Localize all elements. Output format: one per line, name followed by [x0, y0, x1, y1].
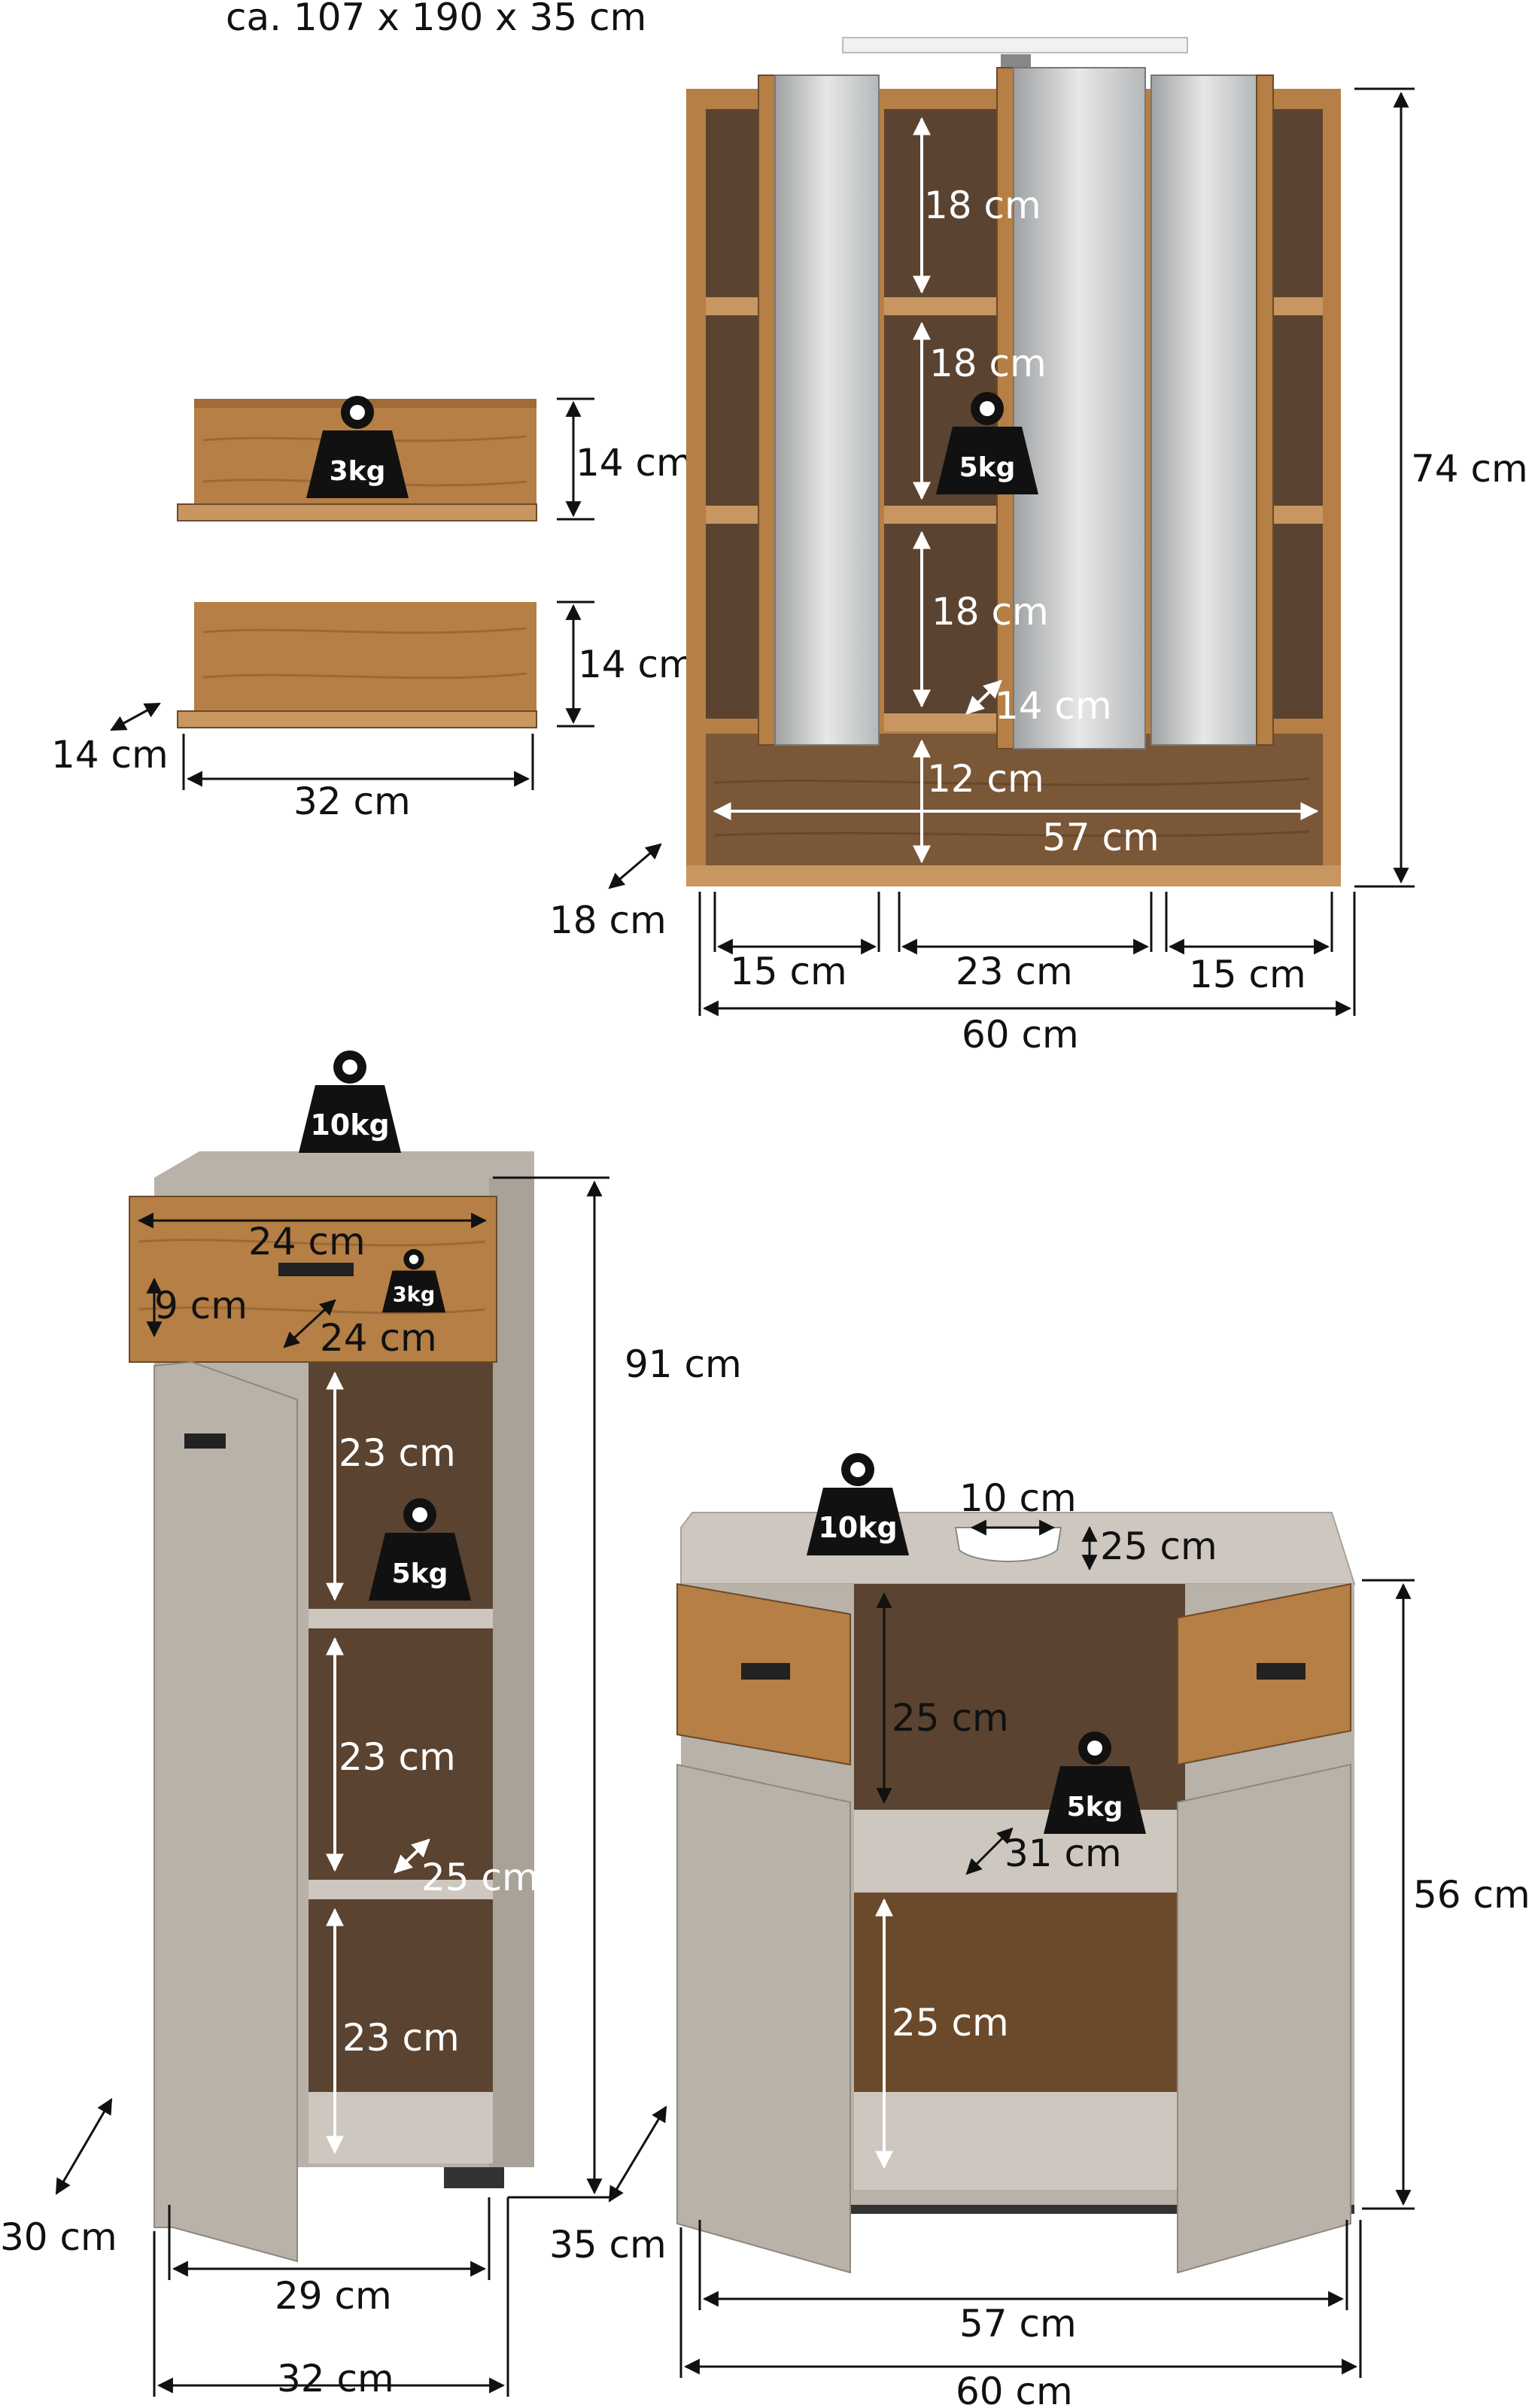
tall-depth-label: 30 cm [0, 2215, 117, 2259]
bottom-compartment-height-label: 12 cm [927, 757, 1044, 801]
drawer-height-label: 9 cm [154, 1284, 248, 1327]
tall-compartment-1-label: 23 cm [339, 1431, 456, 1475]
weight-10kg-icon: 10kg [299, 1050, 401, 1153]
tall-width-label: 32 cm [277, 2357, 394, 2400]
cabinet-load-label: 5kg [959, 452, 1016, 483]
tall-cabinet: 10kg 24 cm 9 cm 24 cm 3kg 91 cm 23 cm 23… [0, 1050, 742, 2400]
center-section-width-label: 23 cm [956, 950, 1073, 993]
vanity-width-label: 60 cm [956, 2370, 1073, 2408]
vanity-right-door [1177, 1763, 1351, 2274]
siphon-cutout [954, 1527, 1062, 1562]
left-drawer-handle [741, 1663, 790, 1680]
cabinet-width-label: 60 cm [962, 1013, 1079, 1057]
weight-5kg-vanity-icon: 5kg [1044, 1732, 1146, 1834]
weight-10kg-vanity-icon: 10kg [807, 1453, 909, 1555]
top-shelf-height-label: 14 cm [576, 441, 693, 485]
compartment-height-1-label: 18 cm [924, 184, 1041, 227]
weight-5kg-shelf-icon: 5kg [369, 1498, 471, 1601]
tall-compartment-2-label: 23 cm [339, 1735, 456, 1779]
mirror-cabinet: 5kg 18 cm 18 cm 18 cm 14 cm 12 cm 57 cm … [549, 37, 1528, 1057]
compartment-height-2-label: 18 cm [929, 342, 1047, 385]
drawer-handle [278, 1263, 354, 1276]
cutout-depth-label: 25 cm [1100, 1525, 1217, 1568]
weight-3kg-icon: 3kg [306, 396, 409, 498]
right-section-width-label: 15 cm [1189, 953, 1306, 996]
mirror-door-right [1150, 74, 1257, 746]
weight-3kg-drawer-icon: 3kg [381, 1248, 446, 1313]
vanity-lower-height-label: 25 cm [892, 2001, 1009, 2045]
shelf-width-label: 32 cm [293, 780, 411, 823]
vanity-unit: 10kg 5kg 10 cm 25 cm 25 cm 25 cm 31 cm 5… [549, 1453, 1530, 2408]
tall-cabinet-door [153, 1361, 298, 2263]
vanity-inner-width-label: 57 cm [959, 2302, 1077, 2346]
tall-inner-width-label: 29 cm [275, 2274, 392, 2318]
right-drawer-handle [1257, 1663, 1305, 1680]
shelf-depth-label: 14 cm [51, 733, 169, 777]
cutout-width-label: 10 cm [959, 1476, 1077, 1520]
tall-height-label: 91 cm [625, 1342, 742, 1386]
vanity-top-load-label: 10kg [818, 1511, 897, 1544]
cabinet-depth-label: 18 cm [549, 898, 667, 942]
mirror-door-left [774, 74, 880, 746]
door-handle [184, 1434, 226, 1449]
bottom-shelf-height-label: 14 cm [578, 643, 695, 686]
tall-top-load-label: 10kg [310, 1108, 389, 1142]
bottom-wall-shelf [194, 602, 536, 715]
drawer-width-label: 24 cm [248, 1220, 366, 1263]
tall-shelf-depth-label: 25 cm [421, 1856, 539, 1899]
vanity-upper-height-label: 25 cm [892, 1696, 1009, 1740]
tall-compartment-3-label: 23 cm [342, 2016, 460, 2060]
vanity-shelf-load-label: 5kg [1067, 1792, 1123, 1823]
drawer-depth-label: 24 cm [320, 1316, 437, 1360]
vanity-depth-label: 35 cm [549, 2223, 667, 2267]
vanity-height-label: 56 cm [1413, 1873, 1530, 1917]
cabinet-height-label: 74 cm [1411, 447, 1528, 491]
weight-5kg-icon: 5kg [936, 392, 1038, 494]
compartment-height-3-label: 18 cm [932, 590, 1049, 634]
inner-width-label: 57 cm [1042, 816, 1160, 859]
tall-shelf-load-label: 5kg [392, 1558, 448, 1589]
wall-shelves: 3kg 14 cm 14 cm 14 cm 32 cm [51, 396, 695, 823]
compartment-depth-label: 14 cm [995, 684, 1112, 728]
vanity-shelf-depth-label: 31 cm [1005, 1832, 1122, 1875]
mirror-door-center [1013, 67, 1146, 749]
overall-dimensions-label: ca. 107 x 190 x 35 cm [226, 0, 646, 39]
led-lamp [842, 37, 1188, 53]
drawer-load-label: 3kg [393, 1283, 436, 1306]
shelf-load-label: 3kg [330, 456, 386, 487]
vanity-left-door [676, 1763, 851, 2274]
left-section-width-label: 15 cm [730, 950, 847, 993]
